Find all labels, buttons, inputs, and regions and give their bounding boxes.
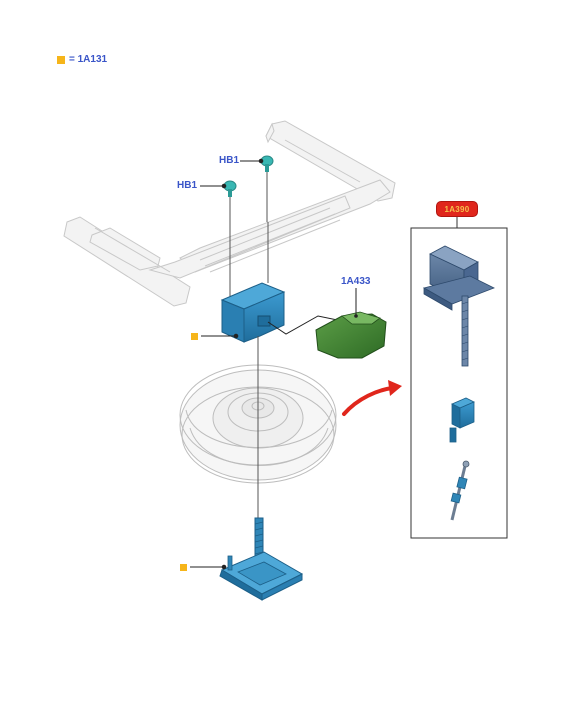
curved-arrow-icon xyxy=(342,380,402,416)
legend: = 1A131 xyxy=(57,54,107,65)
label-hb1-upper: HB1 xyxy=(219,155,240,166)
jack-leader xyxy=(180,564,227,571)
detail-tool xyxy=(450,460,470,521)
detail-clip xyxy=(449,397,475,443)
hb1-leader-lines xyxy=(200,158,264,189)
label-1a433: 1A433 xyxy=(341,276,371,287)
jack-assembly xyxy=(219,517,304,601)
label-hb1-lower: HB1 xyxy=(177,180,198,191)
chassis-frame xyxy=(63,120,396,307)
bracket-leader xyxy=(191,333,239,340)
square-marker-icon xyxy=(57,55,65,64)
legend-text: = 1A131 xyxy=(69,54,108,65)
part-badge-1a390: 1A390 xyxy=(436,201,478,217)
jack-bracket xyxy=(220,222,286,343)
hb1-fastener-upper xyxy=(260,155,274,222)
part-1a433-bracket xyxy=(315,288,387,359)
link-line xyxy=(267,315,348,335)
hb1-fastener-lower xyxy=(223,180,237,300)
detail-jack-mechanism xyxy=(422,245,495,367)
